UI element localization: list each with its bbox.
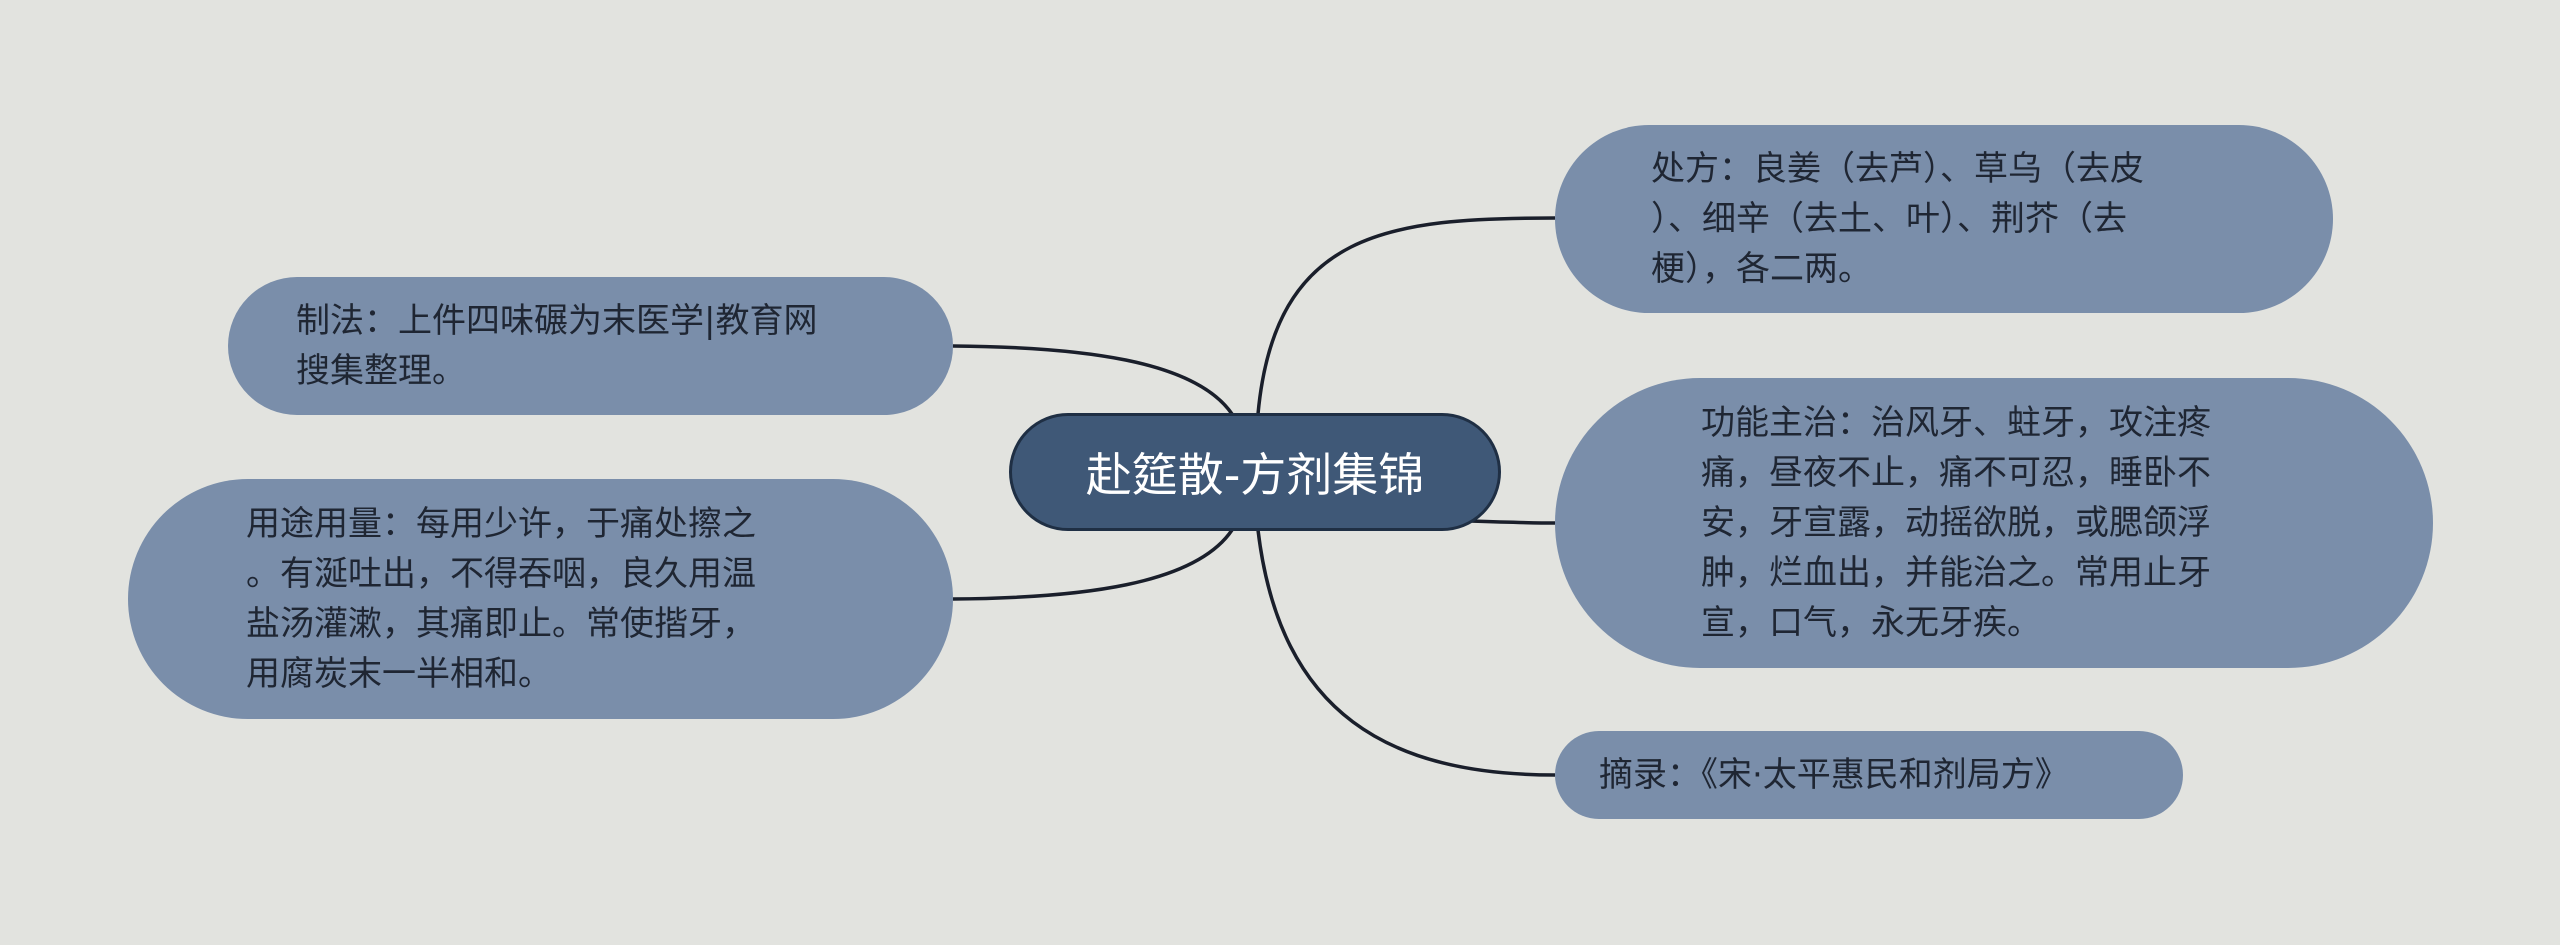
node-prescription-text: 处方：良姜（去芦）、草乌（去皮 ）、细辛（去土、叶）、荆芥（去 梗），各二两。 [1651,149,2144,289]
edge-prescription [1256,216,1556,415]
edge-usage [952,529,1234,601]
edge-functions [1469,519,1556,525]
root-topic-label: 赴筵散-方剂集锦 [1085,448,1425,502]
edge-source [1256,529,1556,777]
node-functions[interactable]: 功能主治：治风牙、蛀牙，攻注疼 痛，昼夜不止，痛不可忍，睡卧不 安，牙宣露，动摇… [1555,378,2433,668]
node-source[interactable]: 摘录：《宋·太平惠民和剂局方》 [1555,731,2183,819]
node-usage-text: 用途用量：每用少许，于痛处擦之 。有涎吐出，不得吞咽，良久用温 盐汤灌漱，其痛即… [246,504,756,694]
node-prescription[interactable]: 处方：良姜（去芦）、草乌（去皮 ）、细辛（去土、叶）、荆芥（去 梗），各二两。 [1555,125,2333,313]
node-preparation-text: 制法：上件四味碾为末医学|教育网 搜集整理。 [296,301,818,391]
node-source-text: 摘录：《宋·太平惠民和剂局方》 [1599,755,2069,795]
node-preparation[interactable]: 制法：上件四味碾为末医学|教育网 搜集整理。 [228,277,953,415]
root-topic[interactable]: 赴筵散-方剂集锦 [1009,413,1501,531]
edge-preparation [952,344,1234,415]
node-usage[interactable]: 用途用量：每用少许，于痛处擦之 。有涎吐出，不得吞咽，良久用温 盐汤灌漱，其痛即… [128,479,953,719]
node-functions-text: 功能主治：治风牙、蛀牙，攻注疼 痛，昼夜不止，痛不可忍，睡卧不 安，牙宣露，动摇… [1701,403,2211,643]
